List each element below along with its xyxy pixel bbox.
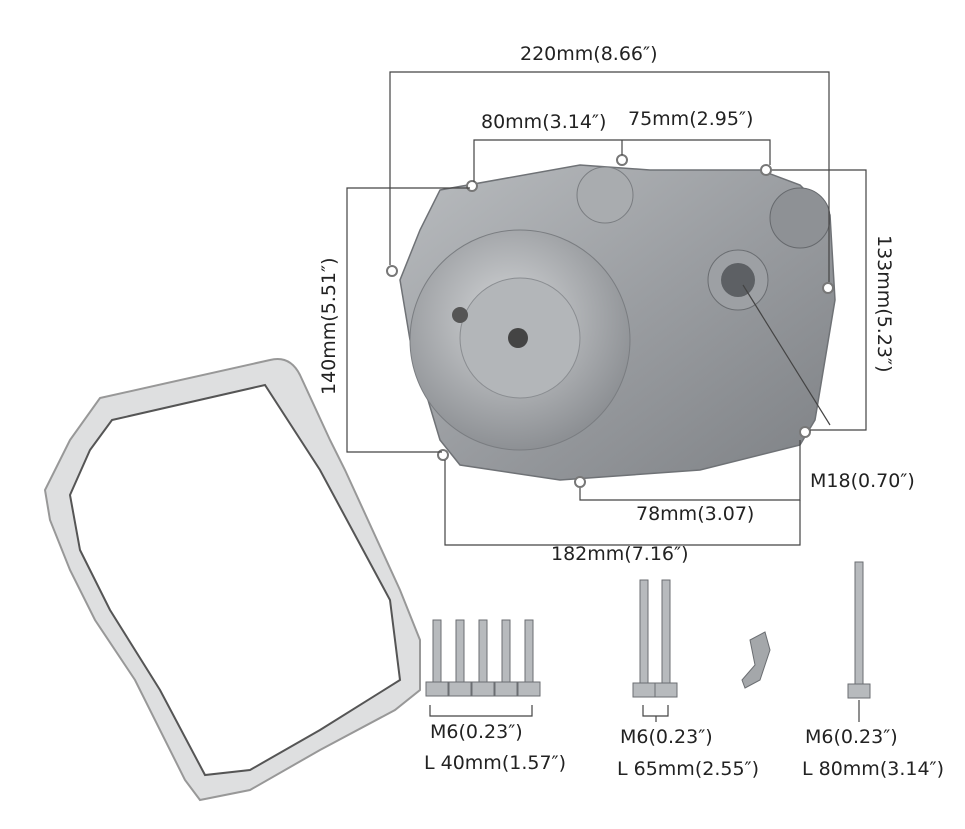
bolt-1-length: L 40mm(1.57″) [424,752,567,774]
bottom-right-span-label: 78mm(3.07) [636,503,755,525]
bolt-3-thread: M6(0.23″) [805,726,898,748]
left-height-label: 140mm(5.51″) [318,257,340,395]
engine-cover [386,154,836,488]
dimension-lines [346,71,867,722]
top-right-span-label: 75mm(2.95″) [628,108,754,130]
right-height-label: 133mm(5.23″) [873,235,895,373]
bolt-3-length: L 80mm(3.14″) [802,758,945,780]
bolt-2-thread: M6(0.23″) [620,726,713,748]
bolt-1-thread: M6(0.23″) [430,721,523,743]
overall-width-label: 220mm(8.66″) [520,43,658,65]
bolt-2-length: L 65mm(2.55″) [617,758,760,780]
bottom-width-label: 182mm(7.16″) [551,543,689,565]
gasket [43,358,421,802]
port-thread-label: M18(0.70″) [810,470,915,492]
bolts [425,561,871,699]
top-left-span-label: 80mm(3.14″) [481,111,607,133]
